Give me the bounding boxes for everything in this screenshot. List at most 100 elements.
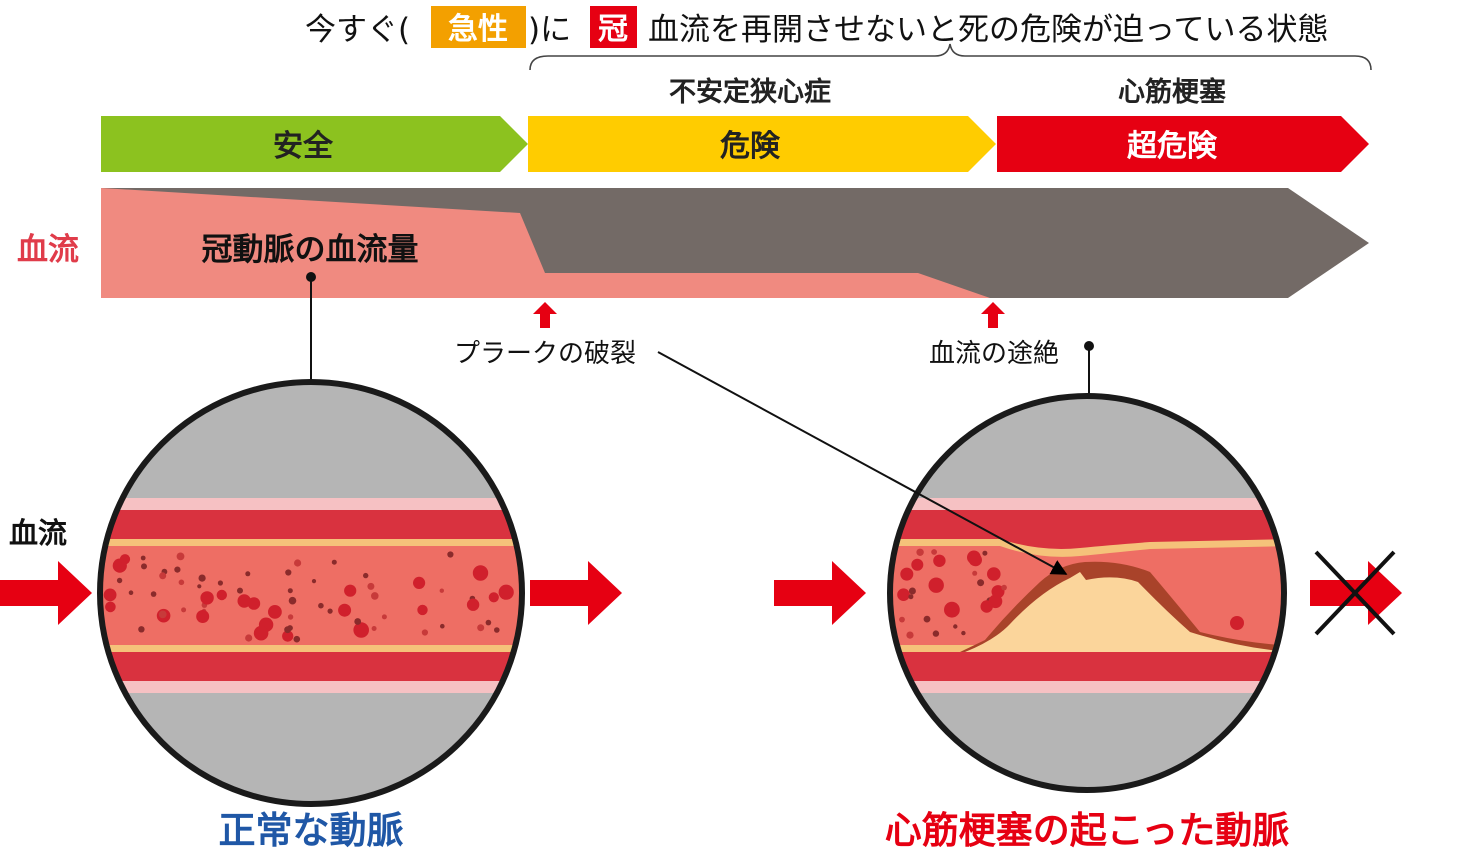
blood-cell xyxy=(354,618,362,625)
blood-cell xyxy=(245,571,251,577)
flow-side-label: 血流 xyxy=(17,232,79,268)
blood-cell xyxy=(899,616,905,623)
plaque xyxy=(965,572,1284,652)
blood-cell xyxy=(253,625,269,641)
blood-cell xyxy=(318,602,324,609)
safe-label: 安全 xyxy=(273,129,334,164)
blood-cell xyxy=(285,569,292,576)
blood-cell xyxy=(197,584,202,589)
blood-cell xyxy=(119,554,131,565)
blood-flow-bar: 冠動脈の血流量 xyxy=(101,188,1369,298)
safe-arrow xyxy=(101,116,528,172)
blood-cell xyxy=(198,574,206,582)
blood-cell xyxy=(933,554,946,567)
blood-cell xyxy=(477,624,485,632)
blood-cell xyxy=(1230,616,1244,630)
blood-cell xyxy=(980,600,993,613)
risk-arrows: 安全 危険 超危険 xyxy=(101,116,1369,172)
blood-cell xyxy=(287,625,293,631)
blood-cell xyxy=(282,630,294,642)
blood-cell xyxy=(216,589,227,601)
blood-cell xyxy=(908,587,916,595)
blood-cell xyxy=(294,559,302,567)
phase-infarction: 心筋梗塞 xyxy=(1118,76,1226,108)
coronary-badge xyxy=(590,6,637,48)
phase-brace xyxy=(529,43,1372,71)
blood-cells xyxy=(103,551,514,643)
blocked-cross-icon xyxy=(1314,550,1396,636)
blood-cell xyxy=(287,588,293,594)
blood-cell xyxy=(331,559,337,565)
blood-cell xyxy=(200,591,214,605)
blood-cell xyxy=(928,577,944,593)
normal-artery-caption: 正常な動脈 xyxy=(219,809,404,851)
blood-cell xyxy=(158,610,167,619)
blood-cell xyxy=(367,582,375,590)
coronary-badge-text: 冠 xyxy=(598,12,628,47)
flow-in-arrow-icon xyxy=(0,561,92,625)
blood-cell xyxy=(923,615,931,623)
plaque-rupture-pointer xyxy=(657,351,1068,575)
danger-arrow xyxy=(528,116,996,172)
blood-cell xyxy=(344,584,357,597)
blood-cell xyxy=(417,604,428,616)
headline-pre: 今すぐ( xyxy=(305,12,410,48)
blood-cell xyxy=(953,624,958,629)
headline: 今すぐ( 急性 )に 冠 血流を再開させないと死の危険が迫っている状態 xyxy=(305,6,1328,48)
flow-stop-label: 血流の途絶 xyxy=(929,339,1059,369)
plaque-rupture-label: プラークの破裂 xyxy=(454,339,636,369)
flow-volume-label: 冠動脈の血流量 xyxy=(202,232,419,268)
blood-cell xyxy=(472,565,489,581)
blood-cell xyxy=(931,549,937,555)
flow-stop-marker-icon xyxy=(981,302,1005,328)
artery-flow-label: 血流 xyxy=(9,516,67,550)
blood-cell xyxy=(906,631,914,639)
blood-cell xyxy=(944,601,960,618)
blood-cell xyxy=(908,594,914,600)
blood-cell xyxy=(987,567,1001,581)
blood-cell xyxy=(338,603,352,617)
blood-cell xyxy=(181,607,187,613)
blood-cell xyxy=(413,576,426,590)
blood-cell xyxy=(916,548,924,556)
blood-cell xyxy=(932,630,940,637)
blood-cell xyxy=(982,550,988,556)
blood-cell xyxy=(311,579,317,584)
normal-artery-outline xyxy=(97,379,525,807)
flow-volume-area xyxy=(101,188,990,298)
infarction-artery-caption: 心筋梗塞の起こった動脈 xyxy=(885,809,1289,851)
blood-cell xyxy=(897,588,910,601)
plaque-rupture-marker-icon xyxy=(533,302,557,328)
blood-cell xyxy=(1001,584,1007,591)
blood-cell xyxy=(176,552,185,561)
headline-mid: )に xyxy=(528,12,571,48)
blood-cell xyxy=(911,558,924,571)
flow-in-arrow-icon xyxy=(774,561,866,625)
blood-cell xyxy=(288,596,297,605)
blood-cells xyxy=(897,548,1007,639)
extreme-danger-label: 超危険 xyxy=(1127,129,1218,164)
blood-cell xyxy=(327,608,333,614)
blood-cell xyxy=(138,626,145,633)
blood-cell xyxy=(128,590,134,595)
danger-label: 危険 xyxy=(720,129,781,164)
blood-cell xyxy=(421,629,428,636)
flow-out-arrow-icon xyxy=(530,561,622,625)
blood-cell xyxy=(363,572,369,579)
blood-cell xyxy=(105,601,116,613)
blood-cell xyxy=(174,566,181,573)
headline-post: 血流を再開させないと死の危険が迫っている状態 xyxy=(648,12,1328,48)
infarction-artery-outline xyxy=(887,393,1287,793)
extreme-danger-arrow xyxy=(997,116,1369,172)
blood-cell xyxy=(969,553,982,567)
blood-cell xyxy=(150,591,157,597)
blood-cell xyxy=(381,614,387,620)
blood-cell xyxy=(159,572,167,580)
blood-cell xyxy=(371,592,379,600)
blood-cell xyxy=(488,592,499,603)
blood-cell xyxy=(485,619,492,626)
blood-cell xyxy=(494,627,500,633)
blood-cell xyxy=(178,579,185,586)
